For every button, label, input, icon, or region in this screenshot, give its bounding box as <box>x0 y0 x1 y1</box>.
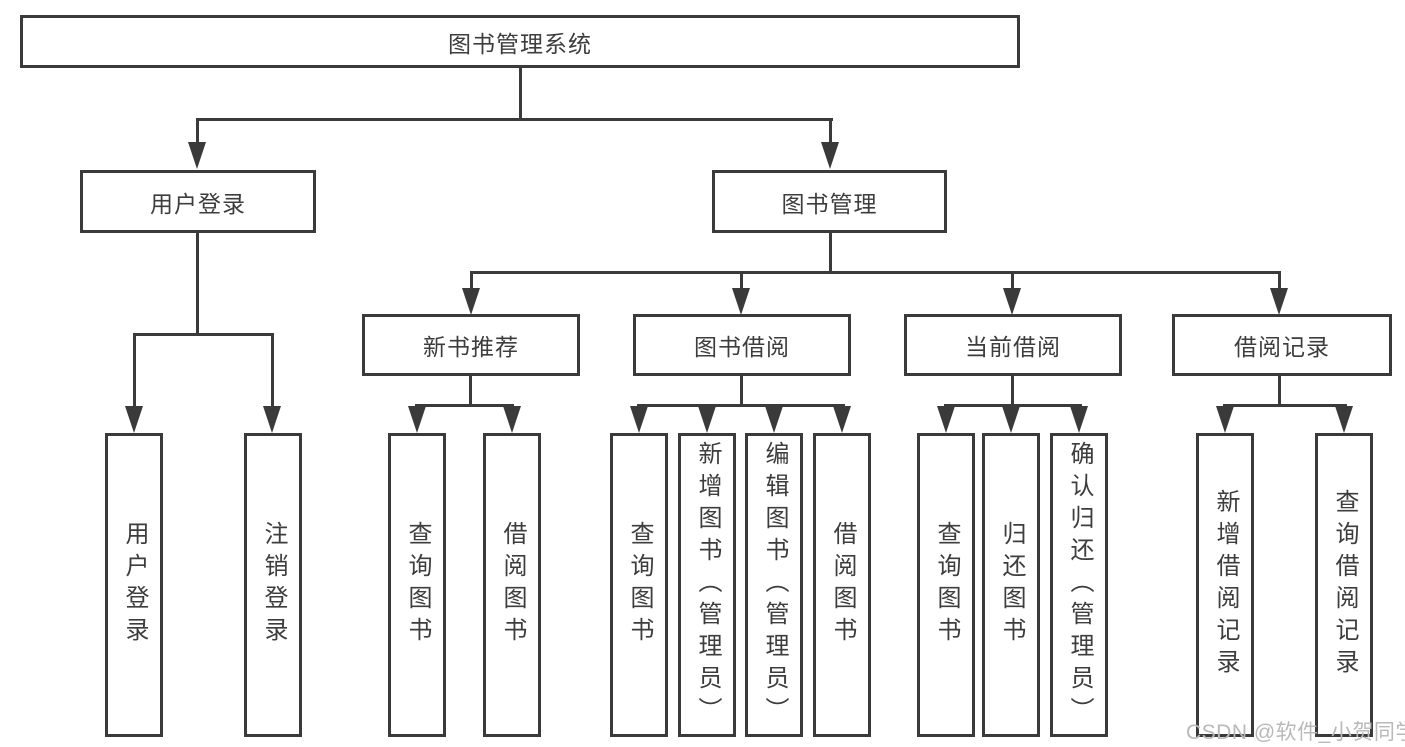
leaf-borrow-books-recommend: 借阅图书 <box>483 433 541 737</box>
box-current-borrowing: 当前借阅 <box>904 314 1122 376</box>
connector-vline <box>829 118 832 146</box>
leaf-query-borrowing-record: 查询借阅记录 <box>1315 433 1373 737</box>
arrow-down-icon <box>732 288 750 315</box>
connector-vline <box>1011 374 1014 407</box>
arrow-down-icon <box>188 142 206 169</box>
arrow-down-icon <box>125 406 143 433</box>
connector-vline <box>829 231 832 273</box>
arrow-down-icon <box>1002 406 1020 433</box>
connector-hline <box>415 404 514 407</box>
arrow-down-icon <box>698 406 716 433</box>
box-new-book-recommendation: 新书推荐 <box>362 314 580 376</box>
box-root: 图书管理系统 <box>20 15 1020 68</box>
connector-vline <box>1278 271 1281 291</box>
leaf-confirm-return-admin: 确认归还（管理员） <box>1050 433 1108 737</box>
connector-hline <box>637 404 845 407</box>
arrow-down-icon <box>1216 406 1234 433</box>
connector-vline <box>1278 374 1281 407</box>
arrow-down-icon <box>833 406 851 433</box>
arrow-down-icon <box>1335 406 1353 433</box>
connector-vline <box>133 333 136 409</box>
connector-vline <box>470 271 473 291</box>
leaf-add-book-admin: 新增图书（管理员） <box>678 433 736 737</box>
box-user-login: 用户登录 <box>80 170 316 233</box>
connector-hline <box>470 271 1281 274</box>
arrow-down-icon <box>408 406 426 433</box>
leaf-borrow-books-borrowing: 借阅图书 <box>813 433 871 737</box>
connector-hline <box>944 404 1082 407</box>
connector-vline <box>1011 271 1014 291</box>
box-book-management: 图书管理 <box>712 170 947 233</box>
leaf-user-login: 用户登录 <box>105 433 163 737</box>
arrow-down-icon <box>1270 288 1288 315</box>
arrow-down-icon <box>821 142 839 169</box>
arrow-down-icon <box>630 406 648 433</box>
arrow-down-icon <box>462 288 480 315</box>
arrow-down-icon <box>503 406 521 433</box>
connector-vline <box>740 374 743 407</box>
box-book-borrowing: 图书借阅 <box>633 314 851 376</box>
connector-hline <box>196 118 833 121</box>
watermark-text: CSDN @软件_小贺同学 <box>1186 721 1405 744</box>
connector-vline <box>196 231 199 336</box>
connector-vline <box>196 118 199 146</box>
connector-vline <box>519 66 522 120</box>
arrow-down-icon <box>263 406 281 433</box>
leaf-return-book: 归还图书 <box>982 433 1040 737</box>
leaf-query-books-recommend: 查询图书 <box>388 433 446 737</box>
connector-vline <box>469 374 472 407</box>
leaf-add-borrowing-record: 新增借阅记录 <box>1196 433 1254 737</box>
leaf-query-books-current: 查询图书 <box>917 433 975 737</box>
arrow-down-icon <box>1070 406 1088 433</box>
box-borrowing-records: 借阅记录 <box>1172 314 1392 376</box>
connector-hline <box>1223 404 1347 407</box>
arrow-down-icon <box>765 406 783 433</box>
connector-vline <box>740 271 743 291</box>
connector-hline <box>133 333 274 336</box>
connector-vline <box>271 333 274 409</box>
arrow-down-icon <box>937 406 955 433</box>
leaf-query-books-borrowing: 查询图书 <box>610 433 668 737</box>
arrow-down-icon <box>1003 288 1021 315</box>
leaf-edit-book-admin: 编辑图书（管理员） <box>745 433 803 737</box>
leaf-logout: 注销登录 <box>244 433 302 737</box>
